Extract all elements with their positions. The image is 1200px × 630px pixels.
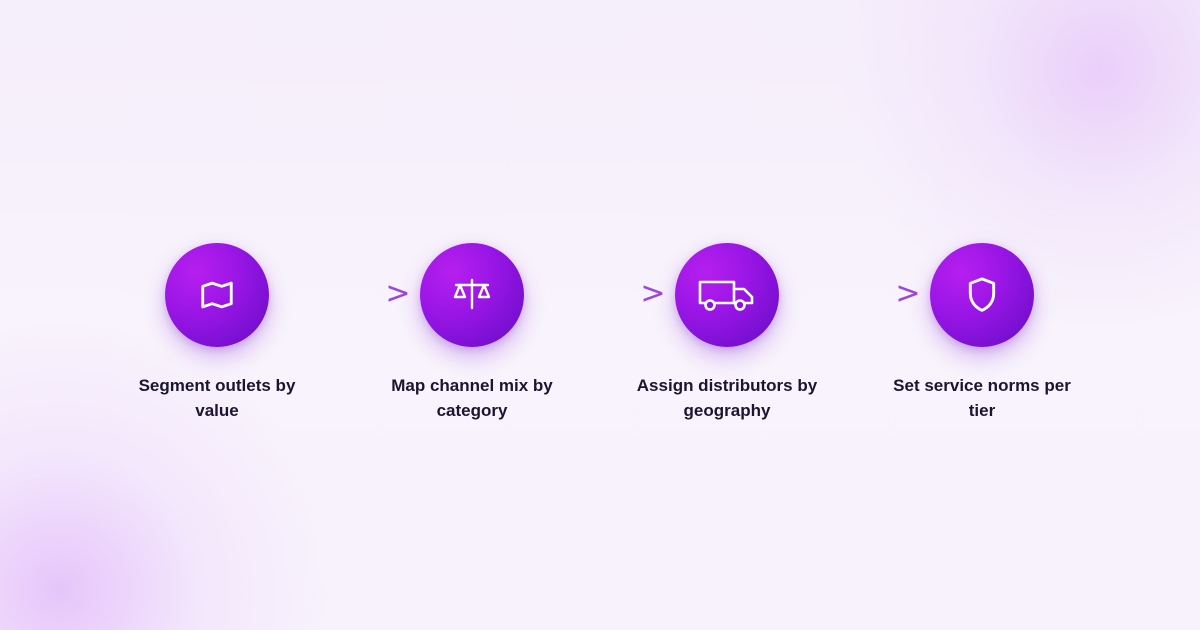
shield-icon [968, 277, 996, 312]
step-assign-distributors: Assign distributors by geography [617, 243, 837, 423]
step-set-service-norms: Set service norms per tier [872, 243, 1092, 423]
step-label: Set service norms per tier [893, 376, 1071, 420]
step-segment-outlets: Segment outlets by value [107, 243, 327, 423]
step-label: Segment outlets by value [138, 376, 296, 420]
step-icon-circle [420, 243, 524, 347]
connector-arrow: > [640, 276, 666, 311]
truck-icon [698, 280, 754, 311]
connector-arrow: > [895, 276, 921, 311]
map-icon [201, 281, 233, 309]
scale-icon [453, 278, 491, 310]
step-icon-circle [675, 243, 779, 347]
step-icon-circle [930, 243, 1034, 347]
step-label: Assign distributors by geography [636, 376, 818, 420]
step-icon-circle [165, 243, 269, 347]
step-map-channel-mix: Map channel mix by category [362, 243, 582, 423]
step-label: Map channel mix by category [391, 376, 553, 420]
connector-arrow: > [385, 276, 411, 311]
